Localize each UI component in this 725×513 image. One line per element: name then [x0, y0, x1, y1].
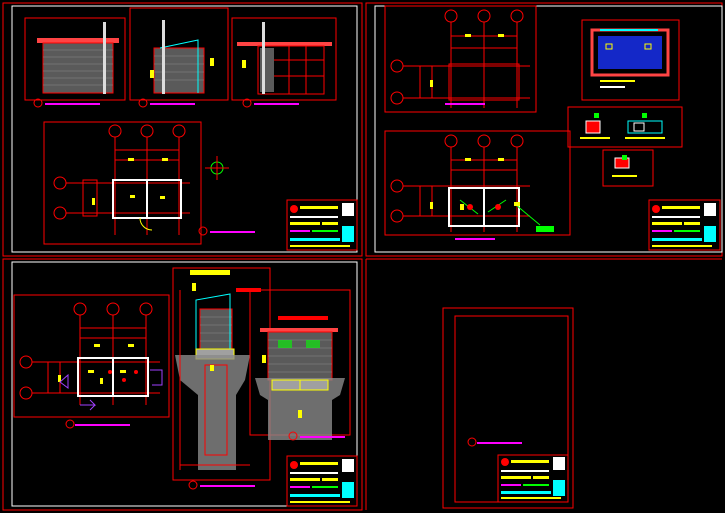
tank-detail	[581, 19, 680, 101]
logo-icon	[290, 205, 298, 213]
side-elevation	[129, 7, 229, 108]
title-block-1	[286, 199, 358, 251]
installation-plan	[13, 294, 170, 429]
rear-elevation	[231, 17, 337, 108]
arrow-icon	[59, 373, 69, 389]
sanitary-plan	[384, 130, 571, 240]
section-details	[567, 106, 683, 187]
excavation	[175, 355, 250, 470]
sheet-2	[365, 2, 723, 257]
logo-icon	[290, 461, 298, 469]
brick-wall	[42, 42, 114, 94]
seal-icon	[342, 459, 354, 472]
sheet-3	[2, 258, 363, 511]
sheet-4-outer-frame	[442, 307, 574, 509]
logo-icon	[652, 205, 660, 213]
sheet-3-inner-frame	[11, 261, 358, 507]
title-block-4	[497, 454, 569, 503]
title-block-3	[286, 455, 358, 507]
sheet-1-outer-frame	[2, 2, 363, 257]
floor-plan-1	[43, 121, 255, 245]
title-block-2	[648, 199, 721, 251]
front-elevation-1	[24, 17, 126, 108]
seal-icon	[342, 203, 354, 216]
sheet-3-outer-frame	[2, 258, 363, 511]
sheet-4	[365, 258, 722, 510]
foundation-plan	[384, 5, 537, 113]
seal-icon	[704, 203, 716, 216]
water-tank	[598, 36, 662, 69]
section-cut-1	[172, 267, 271, 490]
logo-icon	[501, 458, 509, 466]
seal-icon	[553, 457, 565, 470]
sheet-1-inner-frame	[11, 5, 358, 253]
sheet-2-inner-frame	[374, 5, 723, 253]
compass-icon	[205, 156, 229, 180]
sheet-1	[2, 2, 363, 257]
section-cut-2	[249, 289, 351, 441]
